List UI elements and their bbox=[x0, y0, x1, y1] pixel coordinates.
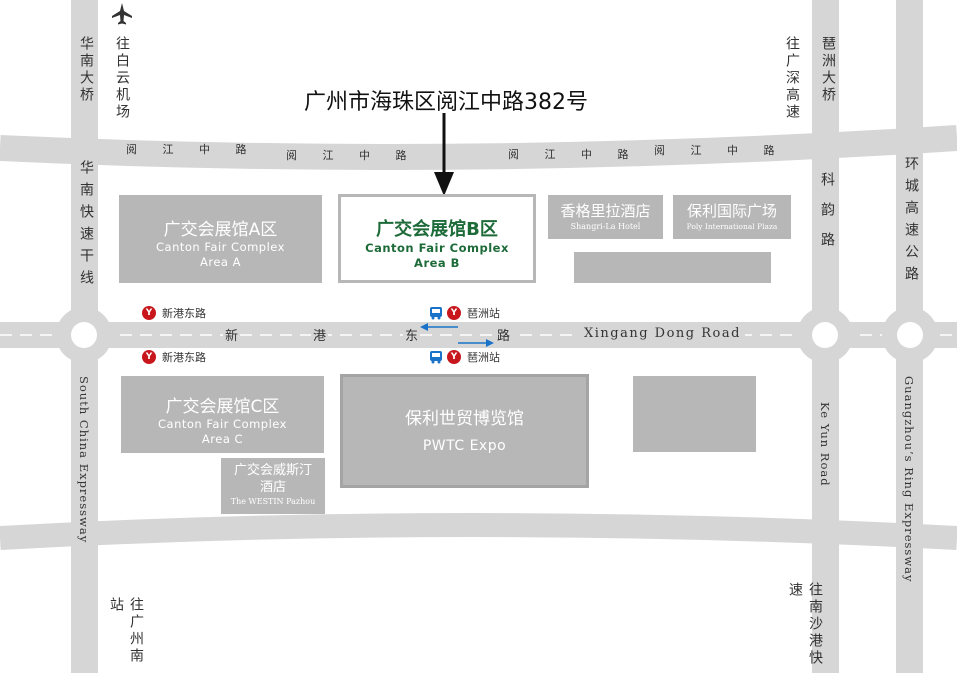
xingang-en: Xingang Dong Road bbox=[580, 326, 745, 341]
ring-en-label: Guangzhou’s Ring Expressway bbox=[902, 376, 916, 583]
station-pazhou-south: Y 琶洲站 bbox=[429, 349, 500, 365]
metro-icon: Y bbox=[447, 306, 461, 320]
yuejiang-label-3: 阅 江 中 路 bbox=[508, 148, 640, 161]
unlabeled-block-east bbox=[574, 252, 771, 283]
bus-icon bbox=[430, 307, 442, 320]
poly-international-plaza: 保利国际广场 Poly International Plaza bbox=[673, 195, 791, 239]
ring-cn-label: 环城高速公路 bbox=[903, 156, 919, 288]
bus-icon bbox=[430, 351, 442, 364]
xingang-cn-1: 新 bbox=[223, 325, 241, 344]
address-title: 广州市海珠区阅江中路382号 bbox=[304, 90, 588, 115]
area-a-en2: Area A bbox=[200, 255, 241, 269]
xingang-cn-3: 东 bbox=[403, 325, 421, 344]
station-xingang-dong-north: Y 新港东路 bbox=[142, 305, 206, 321]
xingang-cn-2: 港 bbox=[311, 325, 329, 344]
area-a-en1: Canton Fair Complex bbox=[156, 240, 285, 254]
yuejiang-label-4: 阅 江 中 路 bbox=[654, 144, 786, 157]
westin-en: The WESTIN Pazhou bbox=[230, 497, 316, 506]
westin-cn2: 酒店 bbox=[259, 480, 286, 495]
area-b-cn: 广交会展馆B区 bbox=[376, 219, 498, 240]
to-nansha-label: 往南沙港快速 bbox=[787, 582, 823, 667]
yuejiang-label-2: 阅 江 中 路 bbox=[286, 149, 418, 162]
canton-fair-area-c: 广交会展馆C区 Canton Fair Complex Area C bbox=[121, 376, 324, 453]
area-c-en1: Canton Fair Complex bbox=[158, 417, 287, 431]
pwtc-expo: 保利世贸博览馆 PWTC Expo bbox=[340, 374, 589, 488]
airplane-icon bbox=[112, 3, 132, 25]
station-label: 新港东路 bbox=[162, 307, 206, 320]
shangrila-cn: 香格里拉酒店 bbox=[560, 202, 651, 220]
huanan-expressway-label: 华南快速干线 bbox=[78, 160, 94, 292]
canton-fair-area-b: 广交会展馆B区 Canton Fair Complex Area B bbox=[338, 194, 536, 283]
pwtc-cn: 保利世贸博览馆 bbox=[405, 409, 524, 429]
area-c-cn: 广交会展馆C区 bbox=[165, 397, 280, 417]
south-china-expressway-label: South China Expressway bbox=[77, 376, 91, 544]
yuejiang-label-1: 阅 江 中 路 bbox=[126, 143, 258, 156]
station-pazhou-north: Y 琶洲站 bbox=[429, 305, 500, 321]
westin-pazhou: 广交会威斯汀 酒店 The WESTIN Pazhou bbox=[221, 458, 325, 514]
area-b-en2: Area B bbox=[414, 256, 460, 270]
shangrila-en: Shangri-La Hotel bbox=[570, 222, 641, 231]
arrow-down-icon bbox=[434, 113, 454, 196]
metro-icon: Y bbox=[142, 350, 156, 364]
to-guangzhou-south-label: 往广州南站 bbox=[108, 597, 144, 665]
station-xingang-dong-south: Y 新港东路 bbox=[142, 349, 206, 365]
area-c-en2: Area C bbox=[201, 432, 244, 446]
station-label: 琶洲站 bbox=[467, 307, 500, 320]
arrow-left-icon bbox=[420, 323, 458, 331]
poly-plaza-en: Poly International Plaza bbox=[686, 222, 778, 231]
baiyun-airport-label: 往白云机场 bbox=[114, 36, 130, 121]
metro-icon: Y bbox=[142, 306, 156, 320]
keyun-en-label: Ke Yun Road bbox=[818, 402, 832, 487]
pazhou-bridge-label: 琶洲大桥 bbox=[820, 36, 836, 104]
area-b-en1: Canton Fair Complex bbox=[365, 241, 509, 255]
huanan-bridge-label: 华南大桥 bbox=[78, 36, 94, 104]
station-label: 新港东路 bbox=[162, 351, 206, 364]
shangrila-hotel: 香格里拉酒店 Shangri-La Hotel bbox=[548, 195, 663, 239]
westin-cn1: 广交会威斯汀 bbox=[233, 463, 312, 478]
metro-icon: Y bbox=[447, 350, 461, 364]
area-a-cn: 广交会展馆A区 bbox=[163, 220, 278, 240]
poly-plaza-cn: 保利国际广场 bbox=[686, 202, 777, 220]
pwtc-en: PWTC Expo bbox=[422, 438, 507, 454]
to-guangshen-label: 往广深高速 bbox=[784, 36, 800, 121]
keyun-cn-label: 科韵路 bbox=[819, 172, 835, 262]
arrow-right-icon bbox=[458, 339, 494, 347]
xingang-cn-4: 路 bbox=[495, 325, 513, 344]
station-label: 琶洲站 bbox=[467, 351, 500, 364]
canton-fair-area-a: 广交会展馆A区 Canton Fair Complex Area A bbox=[119, 195, 322, 283]
unlabeled-block-southeast bbox=[633, 376, 756, 452]
